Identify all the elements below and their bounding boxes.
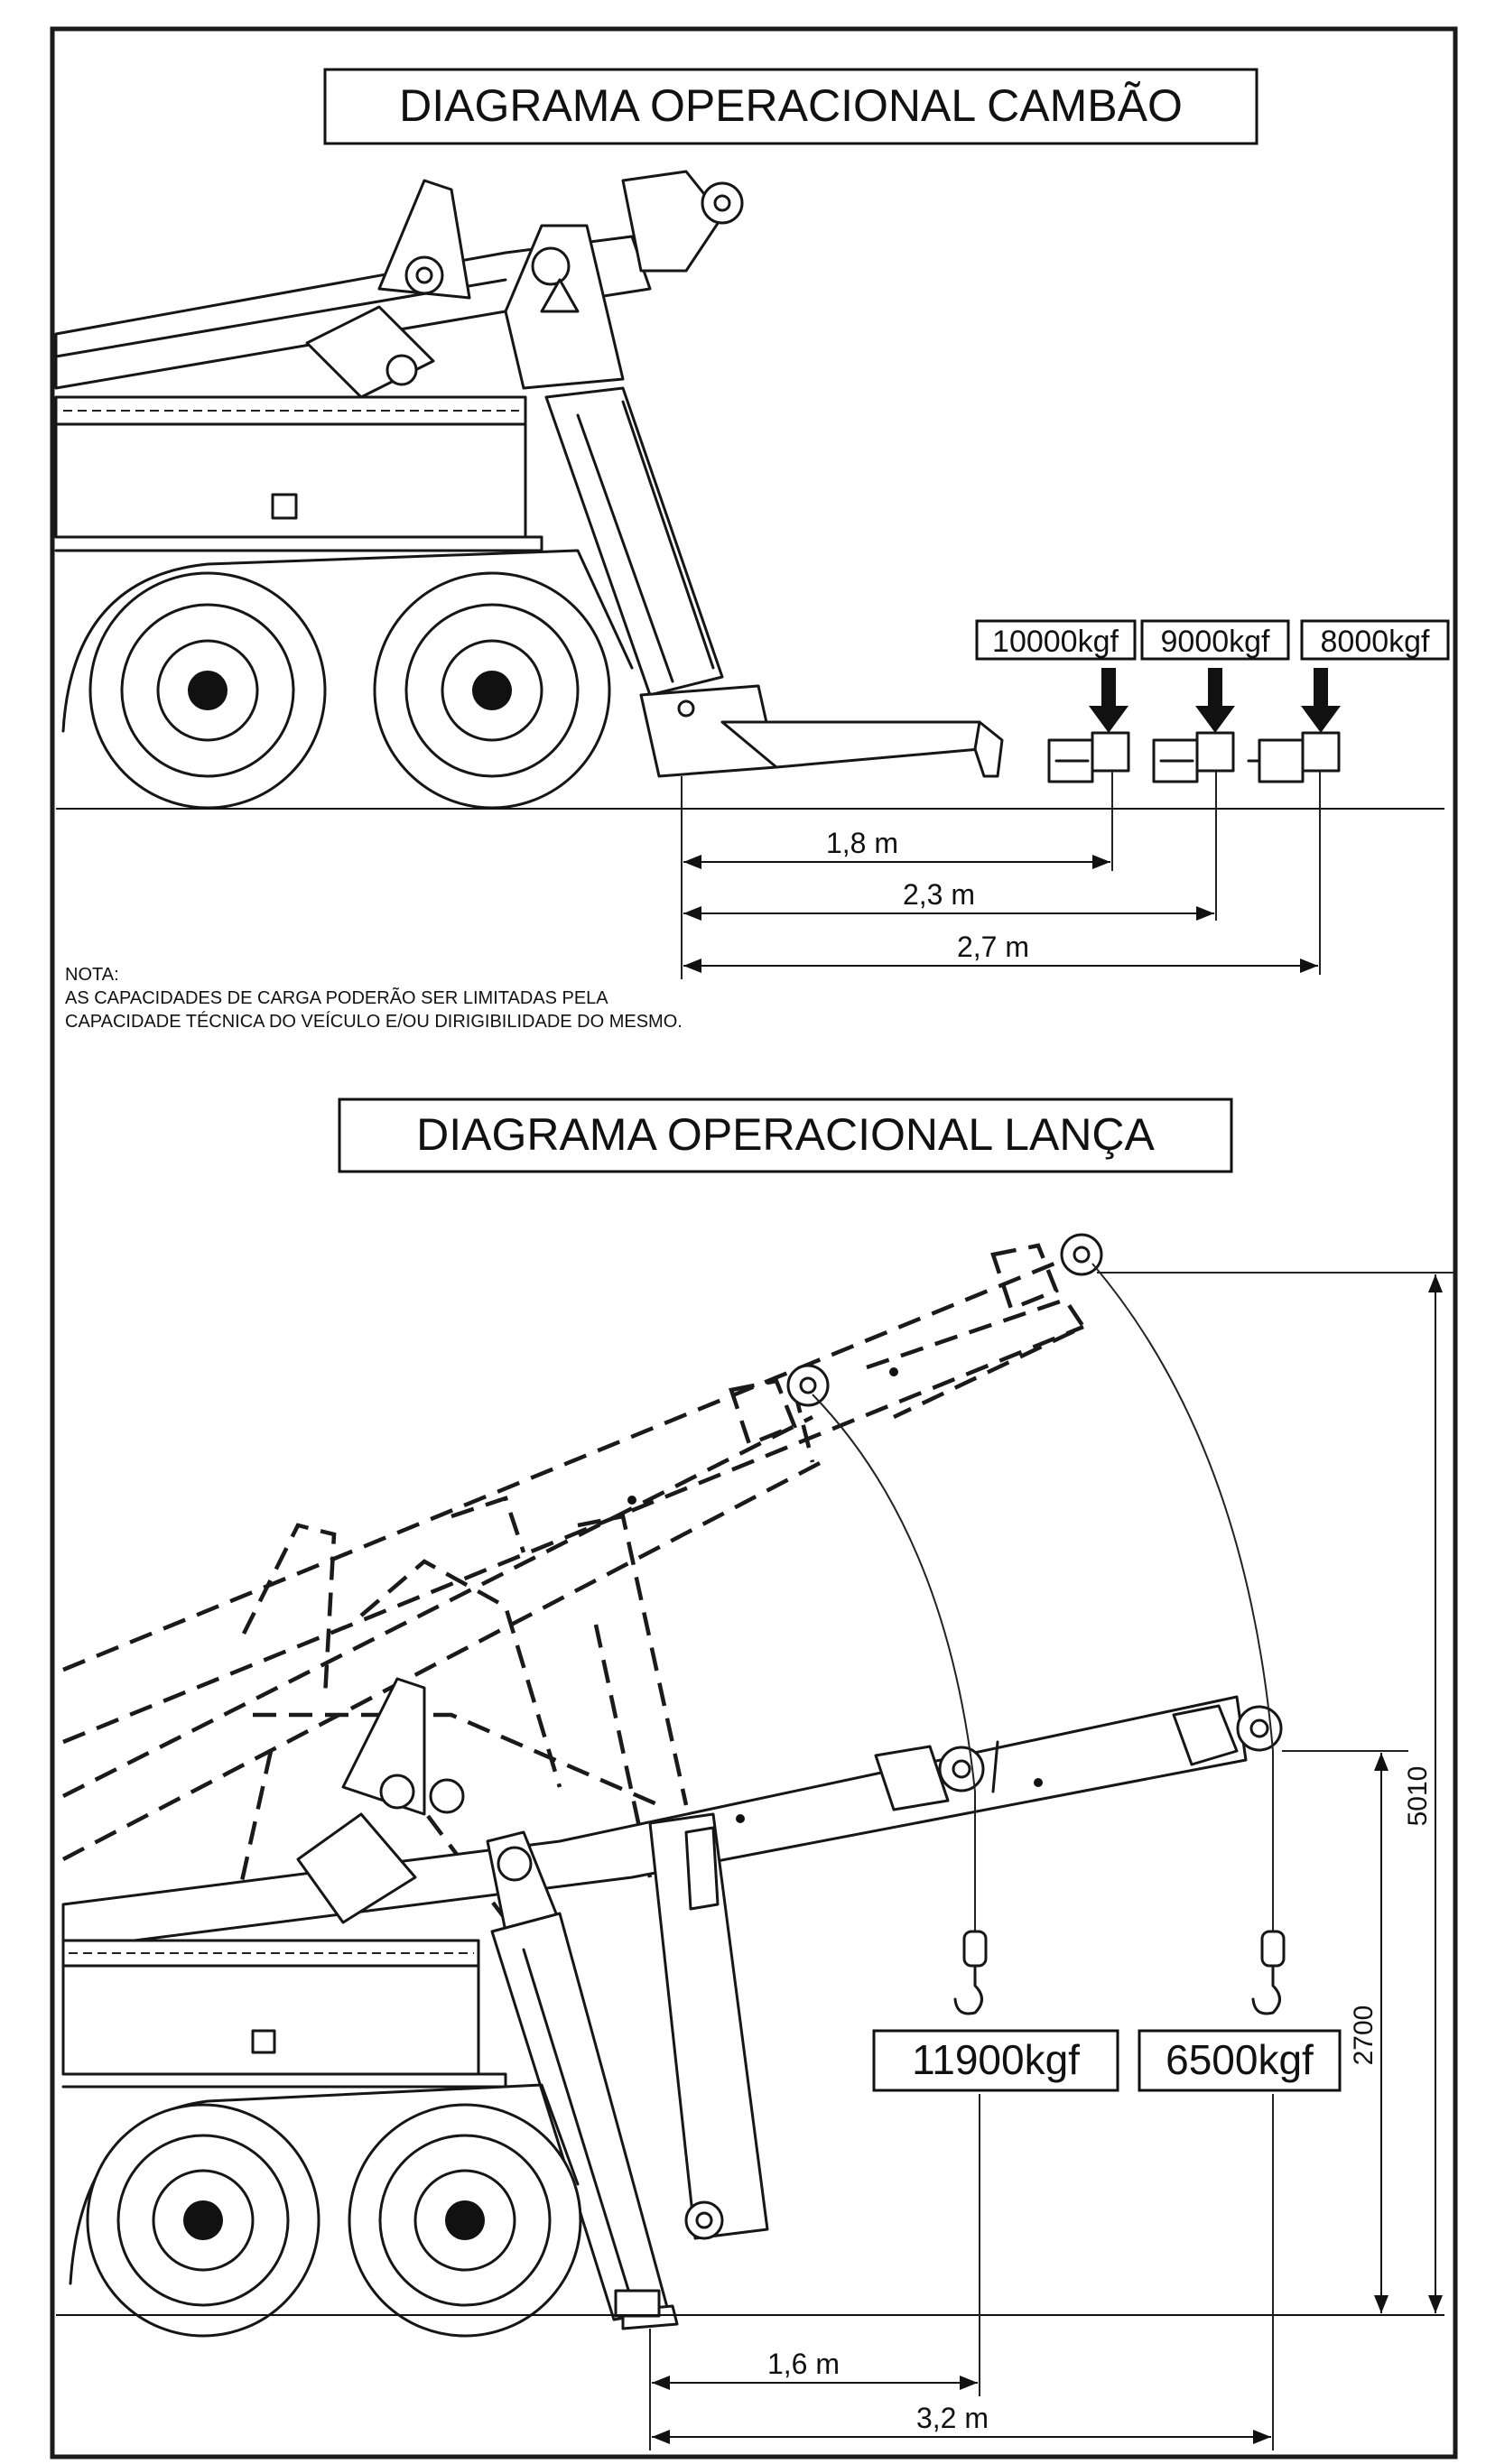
- hooks: [812, 1263, 1286, 2015]
- dim-label-1: 1,8 m: [826, 827, 898, 859]
- top-truck: [54, 170, 1004, 810]
- bottom-title-box: DIAGRAMA OPERACIONAL LANÇA: [338, 1098, 1233, 1173]
- hook-2: [1251, 1930, 1286, 2015]
- bottom-wheel-1: [86, 2103, 320, 2338]
- top-wheel-1: [88, 571, 327, 810]
- capacity-label-1: 10000kgf: [992, 625, 1119, 659]
- bottom-capacities: 11900kgf 6500kgf: [872, 2029, 1342, 2092]
- hook-1: [953, 1930, 988, 2015]
- height-label-2700: 2700: [1349, 2005, 1379, 2066]
- fork-pos-1: [1047, 731, 1130, 783]
- top-title: DIAGRAMA OPERACIONAL CAMBÃO: [399, 80, 1183, 131]
- bottom-wheel-2: [348, 2103, 582, 2338]
- capacity-label-lanca-2: 6500kgf: [1166, 2036, 1314, 2083]
- capacity-box-lanca-2: [1138, 2029, 1342, 2092]
- dim-label-3: 2,7 m: [957, 931, 1029, 963]
- load-arrows: [1089, 668, 1341, 733]
- raised-heads: [627, 1233, 1103, 1505]
- note-heading: NOTA:: [65, 965, 119, 985]
- height-dimensions: 5010 2700: [1097, 1272, 1453, 2313]
- capacity-box-lanca-1: [872, 2029, 1119, 2092]
- capacity-box-1: [975, 619, 1137, 661]
- dim-label-lanca-2: 3,2 m: [916, 2402, 989, 2434]
- fork-pos-3: [1247, 731, 1341, 783]
- capacity-label-2: 9000kgf: [1161, 625, 1271, 659]
- note-block: NOTA: AS CAPACIDADES DE CARGA PODERÃO SE…: [65, 965, 683, 1032]
- top-dimensions: 1,8 m 2,3 m 2,7 m: [681, 772, 1321, 979]
- fork-pos-2: [1152, 731, 1235, 783]
- top-capacities: 10000kgf 9000kgf 8000kgf: [975, 619, 1450, 661]
- raised-boom-outline: [61, 1256, 1087, 1969]
- dim-label-lanca-1: 1,6 m: [767, 2348, 840, 2380]
- tow-fork-positions: [1047, 731, 1341, 783]
- page-border: [50, 26, 1458, 2459]
- note-line-1: AS CAPACIDADES DE CARGA PODERÃO SER LIMI…: [65, 987, 608, 1008]
- bottom-title: DIAGRAMA OPERACIONAL LANÇA: [416, 1109, 1155, 1160]
- bottom-dimensions: 1,6 m 3,2 m: [649, 2094, 1274, 2450]
- top-title-box: DIAGRAMA OPERACIONAL CAMBÃO: [323, 68, 1258, 145]
- capacity-label-3: 8000kgf: [1321, 625, 1431, 659]
- bottom-truck: [61, 1677, 769, 2338]
- capacity-label-lanca-1: 11900kgf: [912, 2036, 1080, 2083]
- dim-label-2: 2,3 m: [903, 878, 975, 911]
- capacity-box-2: [1140, 619, 1290, 661]
- top-wheel-2: [373, 571, 611, 810]
- height-label-5010: 5010: [1403, 1766, 1433, 1827]
- capacity-box-3: [1300, 619, 1450, 661]
- note-line-2: CAPACIDADE TÉCNICA DO VEÍCULO E/OU DIRIG…: [65, 1011, 683, 1032]
